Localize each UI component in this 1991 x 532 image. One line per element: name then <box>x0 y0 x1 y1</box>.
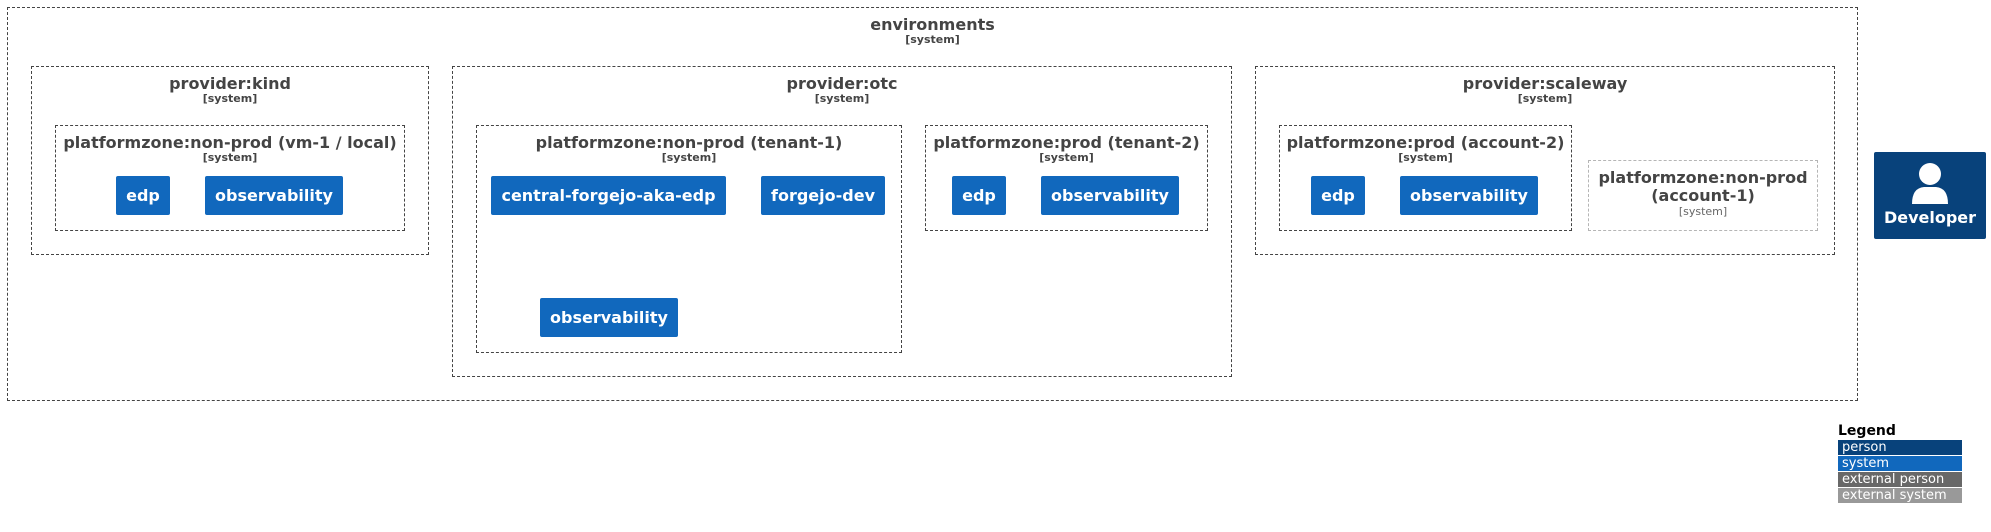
system-node-observability[interactable]: observability <box>1041 176 1179 215</box>
system-node-observability[interactable]: observability <box>1400 176 1538 215</box>
provider-otc-tag: [system] <box>814 92 870 106</box>
platformzone-title: platformzone:prod (tenant-2) <box>933 133 1200 152</box>
environments-title: environments <box>870 15 995 34</box>
system-node-edp[interactable]: edp <box>952 176 1006 215</box>
platformzone-title: platformzone:prod (account-2) <box>1286 133 1565 152</box>
platformzone-title: platformzone:non-prod (tenant-1) <box>535 133 843 152</box>
system-node-central-forgejo-aka-edp[interactable]: central-forgejo-aka-edp <box>491 176 726 215</box>
platformzone-otc-prod-boundary: platformzone:prod (tenant-2) [system] <box>925 125 1208 231</box>
provider-kind-title: provider:kind <box>169 74 291 93</box>
system-node-edp[interactable]: edp <box>1311 176 1365 215</box>
platformzone-title: platformzone:non-prod (vm-1 / local) <box>63 133 397 152</box>
legend-item-person: person <box>1838 440 1962 455</box>
developer-label: Developer <box>1883 208 1977 227</box>
provider-scaleway-boundary: provider:scaleway [system] <box>1255 66 1835 255</box>
legend-title: Legend <box>1838 423 1896 439</box>
legend-item-external-system: external system <box>1838 488 1962 503</box>
platformzone-otc-nonprod-boundary: platformzone:non-prod (tenant-1) [system… <box>476 125 902 353</box>
provider-kind-tag: [system] <box>202 92 258 106</box>
platformzone-title-line2: (account-1) <box>1651 186 1755 206</box>
platformzone-tag: [system] <box>1678 204 1728 218</box>
platformzone-scaleway-nonprod-boundary: platformzone:non-prod (account-1) [syste… <box>1588 160 1818 231</box>
legend: Legend person system external person ext… <box>1838 423 1962 504</box>
provider-scaleway-tag: [system] <box>1517 92 1573 106</box>
platformzone-tag: [system] <box>202 151 258 165</box>
legend-item-external-person: external person <box>1838 472 1962 487</box>
provider-otc-title: provider:otc <box>786 74 898 93</box>
provider-kind-boundary: provider:kind [system] <box>31 66 429 255</box>
system-node-edp[interactable]: edp <box>116 176 170 215</box>
provider-otc-boundary: provider:otc [system] <box>452 66 1232 377</box>
legend-item-system: system <box>1838 456 1962 471</box>
environments-tag: [system] <box>905 33 960 47</box>
developer-person[interactable]: Developer <box>1874 152 1986 239</box>
person-icon <box>1912 163 1948 204</box>
platformzone-tag: [system] <box>661 151 717 165</box>
platformzone-scaleway-prod-boundary: platformzone:prod (account-2) [system] <box>1279 125 1572 231</box>
platformzone-kind-nonprod-boundary: platformzone:non-prod (vm-1 / local) [sy… <box>55 125 405 231</box>
system-node-forgejo-dev[interactable]: forgejo-dev <box>761 176 885 215</box>
platformzone-tag: [system] <box>1398 151 1453 165</box>
provider-scaleway-title: provider:scaleway <box>1462 74 1628 93</box>
system-node-observability[interactable]: observability <box>540 298 678 337</box>
environments-boundary: environments [system] <box>7 7 1858 401</box>
platformzone-tag: [system] <box>1039 151 1094 165</box>
platformzone-title-line1: platformzone:non-prod <box>1598 168 1808 187</box>
system-node-observability[interactable]: observability <box>205 176 343 215</box>
